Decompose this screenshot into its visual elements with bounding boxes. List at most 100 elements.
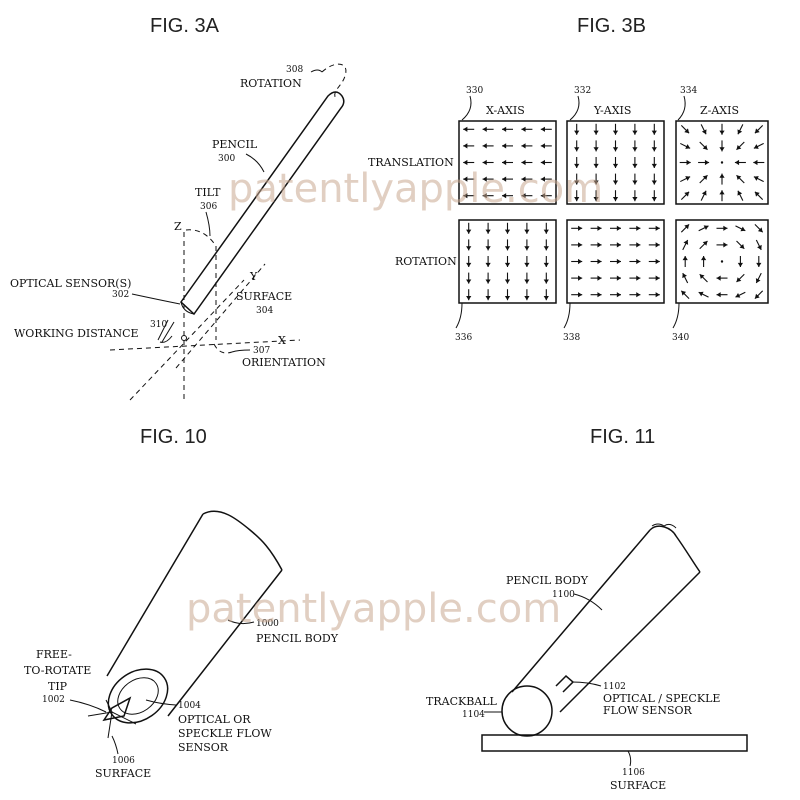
flow-arrow [649,242,660,247]
flow-arrow [613,174,618,185]
flow-arrow [737,274,745,282]
flow-arrow [629,259,640,264]
fig11-surface-label: SURFACE [610,779,666,792]
flow-arrow [524,289,529,300]
flow-arrow [505,289,510,300]
trackball-number: 1104 [462,710,485,720]
flow-arrow [737,241,745,249]
flow-arrow [541,143,552,148]
orientation-label: ORIENTATION [242,356,326,369]
tilt-leader [206,212,210,236]
flow-arrow [486,273,491,284]
flow-arrow [486,256,491,267]
fig11-sensor-number: 1102 [603,682,626,692]
body-label: PENCIL BODY [256,632,339,645]
flow-arrow [486,223,491,234]
watermark-top: patentlyapple.com [228,166,603,212]
y-label: Y [249,270,258,283]
flow-arrow [735,226,745,231]
flow-arrow [738,256,743,267]
flow-arrow [754,143,764,148]
flow-arrow [755,125,763,133]
sensor-label-1: OPTICAL OR [178,713,251,726]
rotation-row-label: ROTATION [395,255,457,268]
flow-arrow [613,124,618,135]
surface-label: SURFACE [95,767,151,780]
flow-center-dot [721,161,723,163]
flow-arrow [466,273,471,284]
flow-arrow [613,190,618,201]
flow-arrow [629,226,640,231]
flow-arrows [463,124,764,300]
flow-arrow [521,127,532,132]
flow-arrow [719,174,724,185]
flow-arrow [629,242,640,247]
flow-arrow [629,276,640,281]
flow-arrow [524,239,529,250]
flow-arrow [466,289,471,300]
flow-arrow [613,140,618,151]
flow-arrow [683,240,688,250]
flow-arrow [544,273,549,284]
flow-arrow [754,176,764,181]
flow-arrow [524,256,529,267]
flow-arrow [719,190,724,201]
flow-arrow [652,124,657,135]
orientation-arc [214,344,232,353]
trackball-label: TRACKBALL [426,695,498,708]
sensor-ring [111,670,165,721]
fig-10-title: FIG. 10 [140,426,207,448]
flow-arrow [571,242,582,247]
speckle-sensor [556,676,573,692]
flow-arrow [486,239,491,250]
rotation-number: 308 [286,65,303,75]
sensor-leader [146,700,176,705]
free-label-1: FREE- [36,648,72,661]
surface-label: SURFACE [236,290,292,303]
y-axis [130,280,244,400]
flow-arrow [700,241,708,249]
flow-arrow [699,292,709,297]
bottom-leader-y [564,303,570,328]
flow-arrow [682,273,687,283]
flow-arrow [483,143,494,148]
flow-arrow [610,242,621,247]
working-distance-label: WORKING DISTANCE [14,327,139,340]
flow-arrow [505,223,510,234]
tip-number: 1002 [42,695,65,705]
x-axis-label: X-AXIS [486,104,525,117]
flow-arrow [613,157,618,168]
flow-arrow [610,276,621,281]
flow-arrow [680,176,690,181]
flow-arrow [735,160,746,165]
flow-arrow [591,292,602,297]
flow-arrow [594,124,599,135]
flow-arrow [717,276,728,281]
flow-arrow [698,160,709,165]
flow-center-dot [721,260,723,262]
orientation-leader [232,350,250,352]
flow-arrow [594,140,599,151]
flow-arrow [649,226,660,231]
fig11-sensor-label-2: FLOW SENSOR [603,704,693,717]
bottom-number-y: 338 [563,333,580,343]
rotation-leader [311,70,322,72]
surface-number: 1006 [112,756,135,766]
sensor-label-3: SENSOR [178,741,229,754]
flow-arrow [574,124,579,135]
flow-arrow [591,276,602,281]
flow-arrow [755,291,763,299]
orientation-number: 307 [253,346,270,356]
flow-arrow [681,125,689,133]
fig11-surface-number: 1106 [622,768,645,778]
flow-arrow [571,226,582,231]
fig-3b-title: FIG. 3B [577,15,646,37]
tilt-number: 306 [200,202,217,212]
flow-arrow [700,142,708,150]
x-axis [110,340,300,350]
flow-arrow [502,160,513,165]
flow-arrow [755,224,763,232]
flow-arrow [571,259,582,264]
bottom-number-z: 340 [672,333,689,343]
